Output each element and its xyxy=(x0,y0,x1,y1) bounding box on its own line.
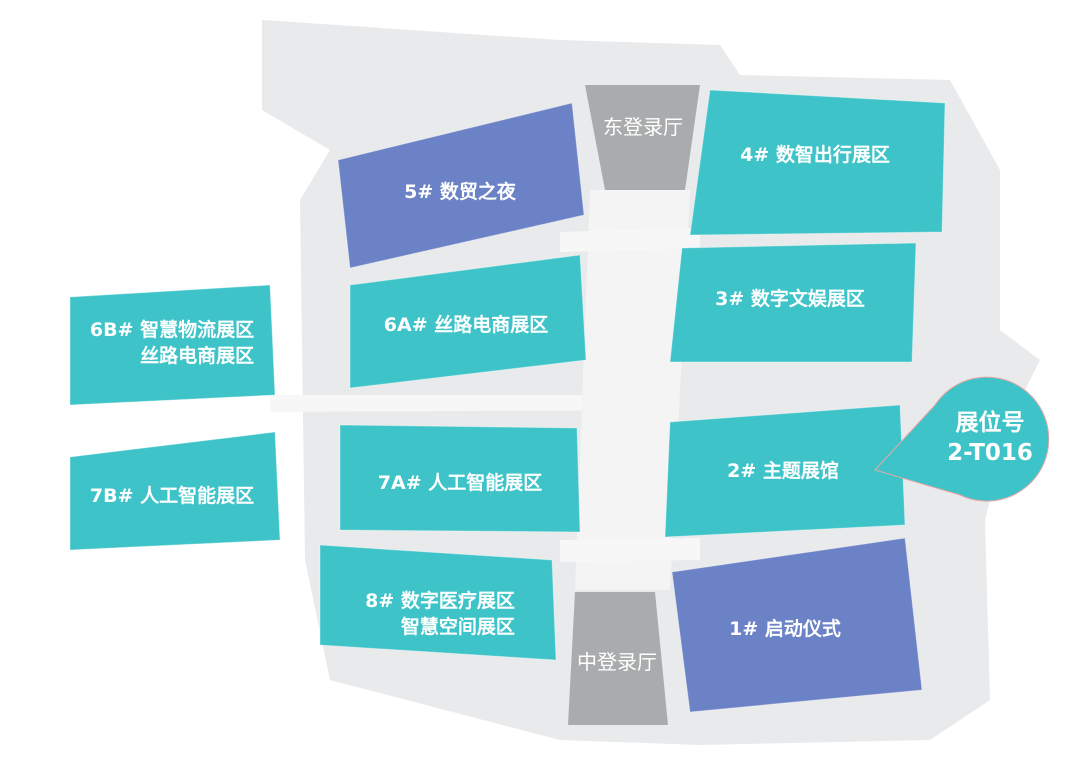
booth-callout-text: 展位号 2-T016 xyxy=(947,408,1033,468)
hall-label-line: 智慧空间展区 xyxy=(400,616,515,638)
hall-8 xyxy=(319,544,557,661)
hall-2-label: 2# 主题展馆 xyxy=(727,458,839,484)
hall-label-line: 1# 启动仪式 xyxy=(729,618,841,640)
hall-4 xyxy=(689,89,946,236)
callout-title: 展位号 xyxy=(955,410,1025,436)
hall-label-line: 7A# 人工智能展区 xyxy=(377,472,543,494)
hall-6b xyxy=(69,284,276,406)
hall-7a-label: 7A# 人工智能展区 xyxy=(378,470,542,496)
cross-walk-2 xyxy=(560,538,700,562)
hall-7a xyxy=(339,424,581,533)
east-lobby xyxy=(585,85,700,190)
hall-5 xyxy=(337,102,585,269)
hall-1-label: 1# 启动仪式 xyxy=(729,616,841,642)
hall-label-line: 6A# 丝路电商展区 xyxy=(383,314,549,336)
hall-2 xyxy=(664,404,906,538)
hall-6a-label: 6A# 丝路电商展区 xyxy=(384,312,548,338)
middle-lobby xyxy=(568,592,668,725)
hall-label-line: 3# 数字文娱展区 xyxy=(715,288,865,310)
hall-8-label: 8# 数字医疗展区智慧空间展区 xyxy=(365,588,515,640)
hall-label-line: 8# 数字医疗展区 xyxy=(365,590,515,612)
hall-label-line: 2# 主题展馆 xyxy=(727,460,839,482)
hall-label-line: 5# 数贸之夜 xyxy=(404,181,516,203)
hall-7b xyxy=(69,431,281,551)
hall-7b-label: 7B# 人工智能展区 xyxy=(90,483,254,509)
hall-label-line: 丝路电商展区 xyxy=(140,345,255,367)
hall-label-line: 4# 数智出行展区 xyxy=(740,144,890,166)
callout-bubble xyxy=(874,376,1050,502)
booth-callout xyxy=(874,376,1050,502)
hall-5-label: 5# 数贸之夜 xyxy=(404,179,516,205)
hall-3-label: 3# 数字文娱展区 xyxy=(715,286,865,312)
hall-label-line: 7B# 人工智能展区 xyxy=(89,485,255,507)
hall-4-label: 4# 数智出行展区 xyxy=(740,142,890,168)
hall-3 xyxy=(669,242,917,363)
west-bridge xyxy=(270,395,660,412)
hall-label-line: 6B# 智慧物流展区 xyxy=(89,319,255,341)
east-lobby-label: 东登录厅 xyxy=(603,115,683,139)
central-concourse xyxy=(575,190,690,590)
middle-lobby-label: 中登录厅 xyxy=(577,650,657,674)
callout-booth-number: 2-T016 xyxy=(947,440,1033,466)
hall-1 xyxy=(671,537,923,713)
cross-walk-1 xyxy=(560,228,700,252)
hall-6a xyxy=(349,254,587,389)
hall-6b-label: 6B# 智慧物流展区丝路电商展区 xyxy=(90,317,254,369)
